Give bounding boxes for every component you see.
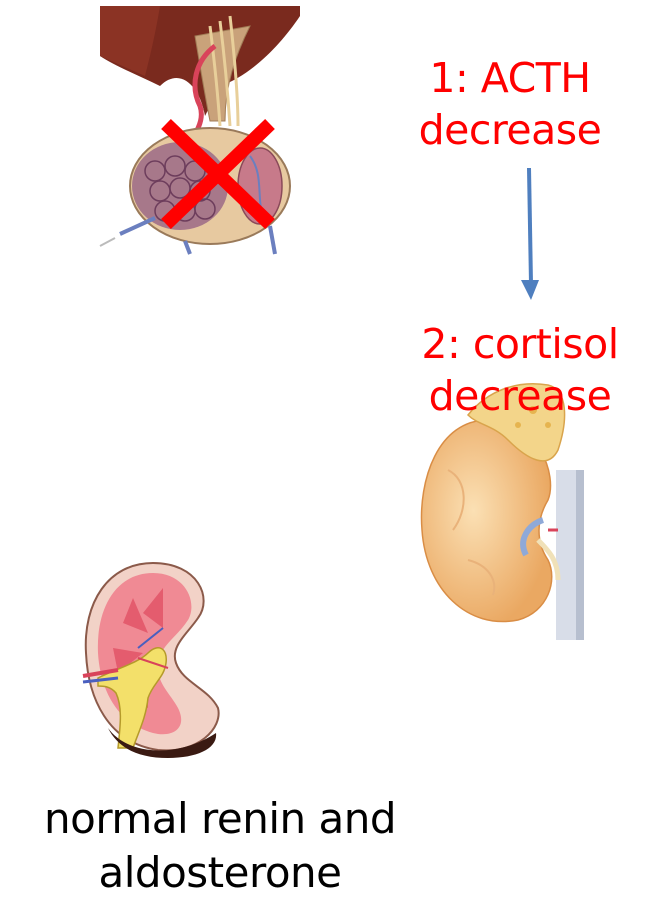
bottom-line1: normal renin and xyxy=(0,792,440,846)
step1-label: 1: ACTH decrease xyxy=(395,52,625,156)
step2-label: 2: cortisol decrease xyxy=(400,318,640,422)
down-arrow-icon xyxy=(518,168,542,300)
bottom-line2: aldosterone xyxy=(0,846,440,900)
kidney-cross-section-illustration xyxy=(78,558,228,758)
step1-line2: decrease xyxy=(395,104,625,156)
step2-line2: decrease xyxy=(400,370,640,422)
step1-line1: 1: ACTH xyxy=(395,52,625,104)
renin-aldosterone-label: normal renin and aldosterone xyxy=(0,792,440,900)
red-x-mark xyxy=(158,118,278,230)
step2-line1: 2: cortisol xyxy=(400,318,640,370)
